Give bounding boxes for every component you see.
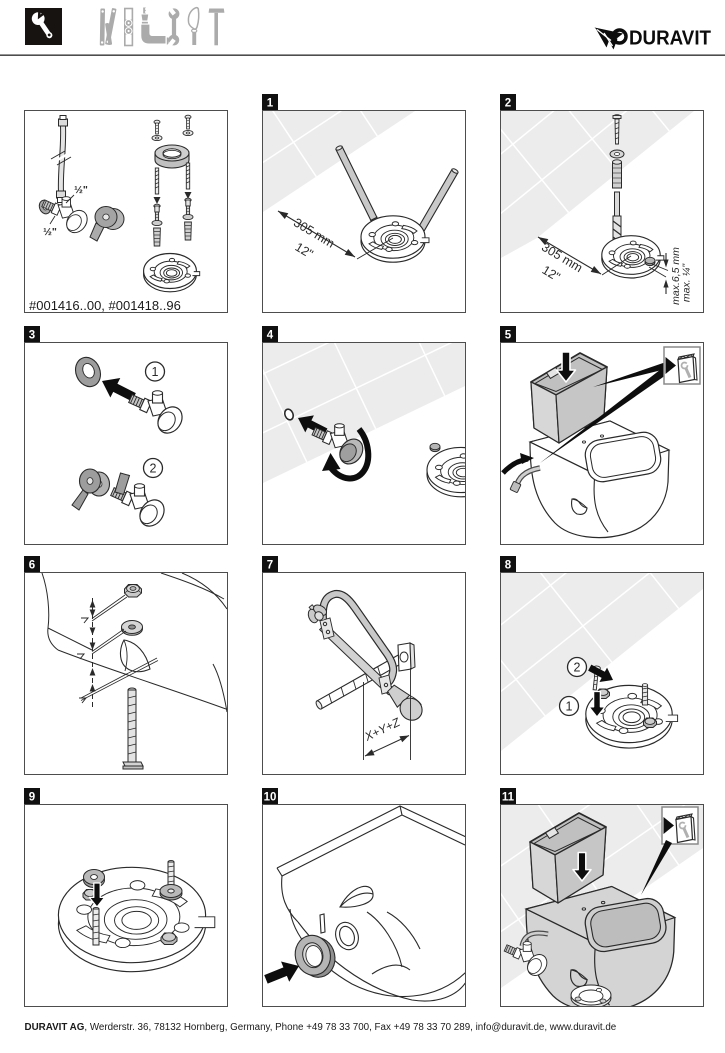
svg-text:8: 8 xyxy=(505,559,512,571)
svg-text:max.6,5 mm: max.6,5 mm xyxy=(670,247,682,305)
svg-text:11: 11 xyxy=(502,791,515,803)
svg-text:7: 7 xyxy=(267,559,273,571)
svg-text:3: 3 xyxy=(29,329,35,341)
svg-text:#001416..00, #001418..96: #001416..00, #001418..96 xyxy=(29,298,181,313)
svg-text:2: 2 xyxy=(574,660,581,674)
svg-text:1: 1 xyxy=(566,699,573,713)
svg-text:9: 9 xyxy=(29,791,35,803)
svg-text:4: 4 xyxy=(267,329,274,341)
svg-text:5: 5 xyxy=(505,329,512,341)
svg-text:10: 10 xyxy=(264,791,277,803)
svg-text:max. ¼": max. ¼" xyxy=(681,263,693,302)
svg-text:2: 2 xyxy=(505,97,511,109)
svg-text:1: 1 xyxy=(267,97,274,109)
svg-text:DURAVIT: DURAVIT xyxy=(629,27,711,50)
svg-text:DURAVIT AG, Werderstr. 36, 781: DURAVIT AG, Werderstr. 36, 78132 Hornber… xyxy=(25,1022,617,1033)
svg-text:½": ½" xyxy=(74,184,88,196)
svg-text:½": ½" xyxy=(43,226,57,238)
svg-text:6: 6 xyxy=(29,559,35,571)
svg-text:1: 1 xyxy=(152,365,159,379)
svg-text:2: 2 xyxy=(150,461,157,475)
